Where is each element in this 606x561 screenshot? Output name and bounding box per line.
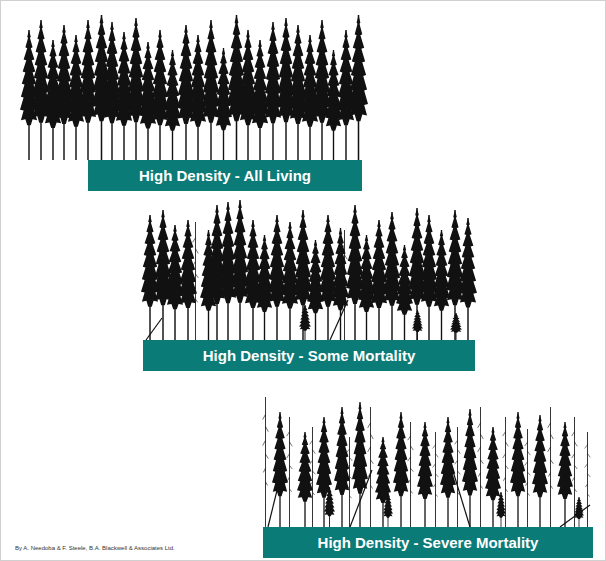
tree-row-2	[141, 200, 477, 340]
density-band: High Density - Severe Mortality	[263, 527, 593, 558]
band-label: High Density - All Living	[139, 167, 311, 184]
tree-row-1	[20, 15, 368, 160]
credit-note: By A. Needoba & F. Steele, B.A. Blackwel…	[15, 545, 175, 551]
density-band: High Density - All Living	[88, 160, 362, 191]
band-label: High Density - Some Mortality	[203, 347, 416, 364]
band-label: High Density - Severe Mortality	[318, 534, 539, 551]
tree-row-3	[263, 397, 591, 527]
density-band: High Density - Some Mortality	[143, 340, 475, 371]
